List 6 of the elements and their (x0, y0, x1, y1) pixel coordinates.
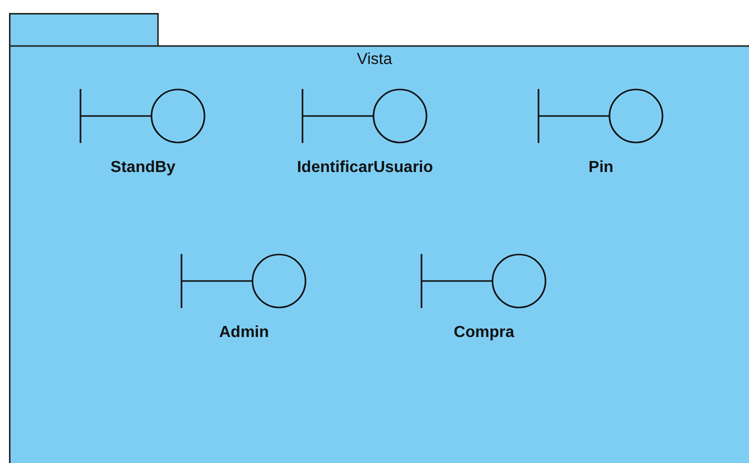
class-name: IdentificarUsuario (296, 159, 434, 177)
class-name: StandBy (110, 159, 176, 177)
package-title: Vista (356, 51, 392, 69)
class-name: Compra (454, 324, 514, 342)
class-name: Admin (219, 324, 269, 342)
class-name: Pin (588, 159, 614, 177)
